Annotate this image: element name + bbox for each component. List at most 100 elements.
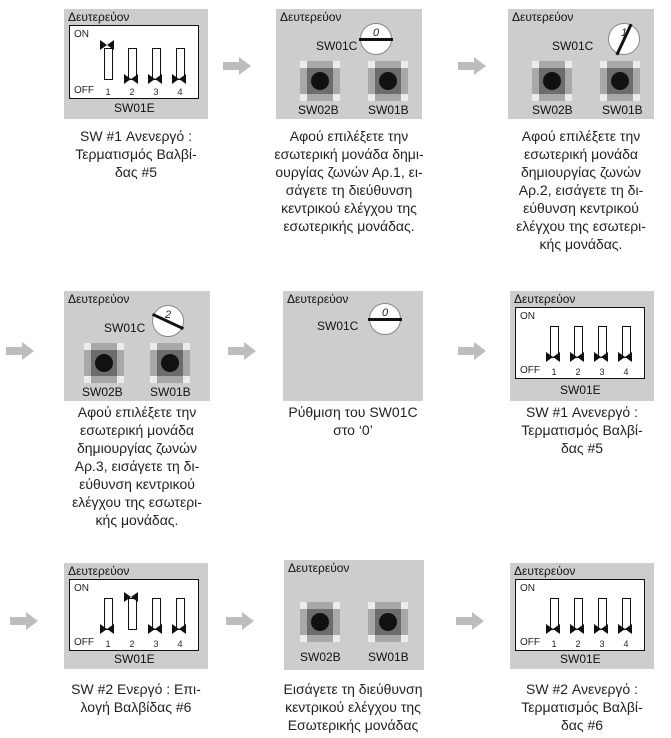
sw02b-label: SW02B [298,103,339,117]
dip-number-3: 3 [599,639,605,649]
caption-step-3: Αφού επιλέξετε την εσωτερική μονάδα δημι… [492,127,670,253]
arrow-icon [6,342,34,360]
caption-line: εσωτερική μονάδα [80,422,194,438]
sw01e-label: SW01E [114,652,155,666]
panel-title: Δευτερεύον [68,10,130,24]
on-label: ON [520,311,535,322]
sw02b-label: SW02B [82,385,123,399]
caption-line: SW #1 Ανενεργό : [526,404,638,420]
rotary-switch-sw01c: 0 [368,303,402,335]
caption-line: λογή Βαλβίδας #6 [80,699,192,715]
caption-line: Εισάγετε τη διεύθυνση [283,681,423,697]
off-label: OFF [520,637,540,648]
arrow-icon [10,612,38,630]
dip-number-2: 2 [129,87,135,97]
push-button-sw02b [84,343,124,383]
panel-step-5: Δευτερεύον SW01C 0 [283,291,423,401]
rotary-switch-sw01c: 1 [608,23,640,56]
caption-line: κής μονάδας. [539,236,623,252]
panel-title: Δευτερεύον [68,564,130,578]
dip-number-4: 4 [623,367,629,377]
rotary-value: 0 [372,27,380,39]
sw02b-label: SW02B [300,650,341,664]
sw01b-label: SW01B [150,385,191,399]
sw01c-label: SW01C [552,39,594,53]
dip-number-1: 1 [105,87,111,97]
panel-step-4: Δευτερεύον SW01C 2 SW02B SW01B [64,291,210,401]
panel-title: Δευτερεύον [512,10,574,24]
on-label: ON [520,583,535,594]
rotary-pointer [359,38,393,41]
caption-step-5: Ρύθμιση του SW01C στο ‘0’ [262,403,444,439]
sw01b-label: SW01B [368,650,409,664]
dip-number-1: 1 [105,639,111,649]
rotary-switch-sw01c: 2 [151,305,185,337]
caption-line: δας #5 [560,440,604,456]
rotary-value: 1 [620,27,628,39]
off-label: OFF [74,637,94,648]
caption-step-7: SW #2 Ενεργό : Επι- λογή Βαλβίδας #6 [48,680,224,716]
caption-line: δημιουργίας ζωνών [520,164,642,180]
caption-line: Εσωτερικής μονάδας [287,717,419,733]
arrow-icon [228,342,256,360]
dip-number-1: 1 [551,367,557,377]
caption-line: κής μονάδας. [95,512,179,528]
caption-line: Αρ.3, εισάγετε τη δι- [74,458,200,474]
arrow-icon [226,612,254,630]
dip-toggle-icons [100,40,186,84]
sw01e-label: SW01E [560,652,601,666]
dip-number-3: 3 [599,367,605,377]
dip-number-4: 4 [623,639,629,649]
arrow-icon [458,342,486,360]
push-button-sw02b [532,61,572,101]
panel-step-1: Δευτερεύον ON OFF 1 2 3 4 SW01E [64,9,208,119]
sw01e-label: SW01E [114,101,155,115]
dip-number-1: 1 [551,639,557,649]
dip-switch-sw01e: ON OFF 1 2 3 4 [69,579,199,651]
caption-line: Τερματισμός Βαλβί- [521,422,643,438]
caption-step-9: SW #2 Ανενεργό : Τερματισμός Βαλβί- δας … [494,680,670,734]
dip-number-3: 3 [153,87,159,97]
caption-line: εσωτερική μονάδα [524,146,638,162]
sw01b-label: SW01B [602,103,643,117]
sw01c-label: SW01C [317,319,359,333]
arrow-icon [456,612,484,630]
caption-line: SW #2 Ανενεργό : [526,681,638,697]
rotary-value: 2 [164,309,172,321]
caption-line: εσωτερικής μονάδας. [283,218,415,234]
dip-toggle-icons [546,624,632,634]
panel-step-9: Δευτερεύον ON OFF 1 2 3 4 SW01E [510,563,654,669]
off-label: OFF [520,365,540,376]
caption-step-2: Αφού επιλέξετε την εσωτερική μονάδα δημι… [256,127,442,235]
dip-switch-2-on [128,598,137,630]
caption-line: κεντρικού ελέγχου της [281,200,417,216]
dip-number-2: 2 [575,639,581,649]
sw01c-label: SW01C [316,39,358,53]
rotary-pointer [368,318,402,321]
dip-toggle-icons [100,592,186,634]
on-label: ON [74,29,89,40]
panel-title: Δευτερεύον [287,292,349,306]
caption-line: εύθυνση κεντρικού [79,476,195,492]
on-label: ON [74,583,89,594]
dip-number-2: 2 [129,639,135,649]
push-button-sw01b [600,61,640,101]
caption-line: Αφού επιλέξετε την [521,128,641,144]
caption-line: Αρ.2, εισάγετε τη δι- [518,182,644,198]
caption-line: εσωτερική μονάδα δημι- [274,146,424,162]
dip-number-2: 2 [575,367,581,377]
sw01c-label: SW01C [104,321,146,335]
sw02b-label: SW02B [532,103,573,117]
rotary-value: 0 [381,307,389,319]
caption-step-1: SW #1 Ανενεργό : Τερματισμός Βαλβί- δας … [48,127,224,181]
push-button-sw01b [150,343,190,383]
panel-step-8: Δευτερεύον SW02B SW01B [284,560,424,670]
panel-title: Δευτερεύον [280,10,342,24]
caption-line: Αφού επιλέξετε την [289,128,409,144]
rotary-switch-sw01c: 0 [359,23,393,55]
caption-line: Τερματισμός Βαλβί- [521,699,643,715]
caption-line: δας #6 [560,717,604,733]
caption-line: δας #5 [114,164,158,180]
caption-line: Αφού επιλέξετε την [77,404,197,420]
dip-switch-sw01e: ON OFF 1 2 3 4 [515,579,645,651]
